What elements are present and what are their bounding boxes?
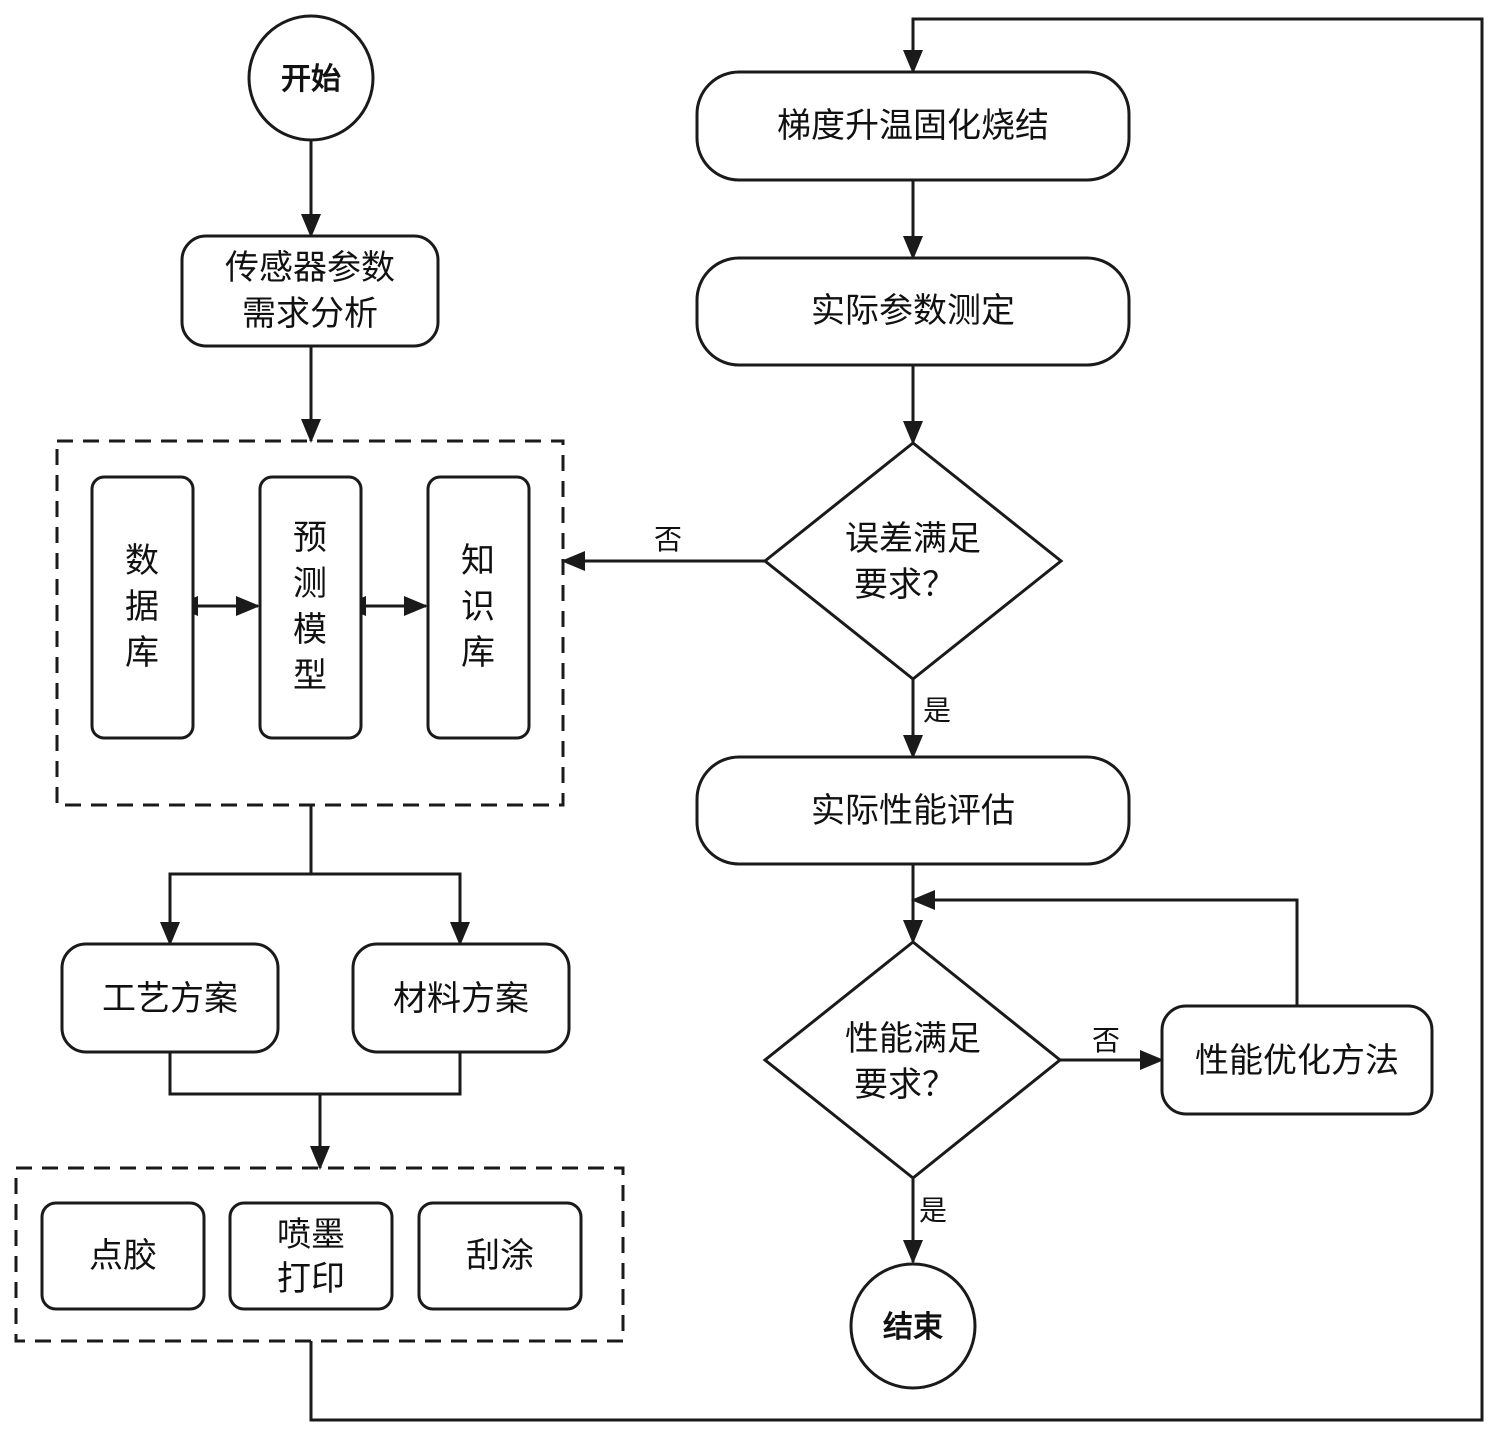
model-char-1: 预: [293, 518, 327, 558]
material-plan-label: 材料方案: [393, 979, 529, 1019]
knowledge-char-2: 识: [461, 587, 495, 627]
dispensing-node: 点胶: [40, 1201, 206, 1311]
optimization-node: 性能优化方法: [1160, 1004, 1434, 1116]
perf-no-label: 否: [1092, 1024, 1120, 1057]
measure-label: 实际参数测定: [811, 291, 1015, 331]
database-char-3: 库: [125, 633, 159, 673]
end-node: 结束: [849, 1262, 977, 1390]
performance-check-label-line1: 性能满足: [845, 1019, 981, 1059]
end-label: 结束: [883, 1310, 943, 1345]
performance-eval-node: 实际性能评估: [695, 755, 1131, 866]
model-char-4: 型: [293, 656, 327, 696]
requirement-label-line1: 传感器参数: [225, 248, 395, 288]
connectors: [160, 17, 1484, 1422]
scraping-node: 刮涂: [417, 1201, 583, 1311]
prediction-model-node: 预 测 模 型: [258, 475, 363, 740]
database-char-2: 据: [125, 587, 159, 627]
requirement-label-line2: 需求分析: [242, 294, 378, 334]
sintering-label: 梯度升温固化烧结: [777, 106, 1049, 146]
modules-group: [55, 439, 565, 807]
scraping-label: 刮涂: [466, 1236, 534, 1276]
process-plan-node: 工艺方案: [60, 942, 280, 1054]
start-node: 开始: [247, 14, 375, 142]
database-node: 数 据 库: [90, 475, 195, 740]
database-char-1: 数: [125, 541, 159, 581]
inkjet-label-line2: 打印: [277, 1259, 345, 1299]
performance-eval-label: 实际性能评估: [811, 791, 1015, 831]
optimization-label: 性能优化方法: [1195, 1041, 1399, 1081]
connector-methods-loop: [309, 17, 1484, 1422]
error-check-node: 误差满足 要求？: [762, 441, 1064, 681]
connector-modules-split: [160, 805, 313, 946]
sintering-node: 梯度升温固化烧结: [695, 70, 1131, 182]
error-check-label-line2: 要求？: [854, 565, 956, 605]
knowledge-char-1: 知: [461, 541, 495, 581]
performance-check-node: 性能满足 要求？: [762, 940, 1063, 1180]
inkjet-label-line1: 喷墨: [277, 1215, 345, 1255]
connector-optimization-feedback: [911, 890, 1299, 1006]
model-char-3: 模: [293, 610, 327, 650]
connector-plans-merge: [168, 1052, 462, 1096]
performance-check-label-line2: 要求？: [854, 1065, 956, 1105]
connector-modules-split-right: [311, 872, 470, 946]
knowledge-base-node: 知 识 库: [426, 475, 531, 740]
error-no-label: 否: [654, 523, 682, 556]
error-yes-label: 是: [923, 694, 951, 727]
model-char-2: 测: [293, 564, 327, 604]
measure-node: 实际参数测定: [695, 256, 1131, 367]
process-plan-label: 工艺方案: [102, 979, 238, 1019]
dispensing-label: 点胶: [89, 1236, 157, 1276]
perf-yes-label: 是: [919, 1194, 947, 1227]
start-label: 开始: [281, 62, 341, 97]
knowledge-char-3: 库: [461, 633, 495, 673]
error-check-label-line1: 误差满足: [845, 519, 981, 559]
material-plan-node: 材料方案: [351, 942, 571, 1054]
requirement-node: 传感器参数 需求分析: [180, 234, 440, 348]
inkjet-node: 喷墨 打印: [228, 1201, 394, 1311]
